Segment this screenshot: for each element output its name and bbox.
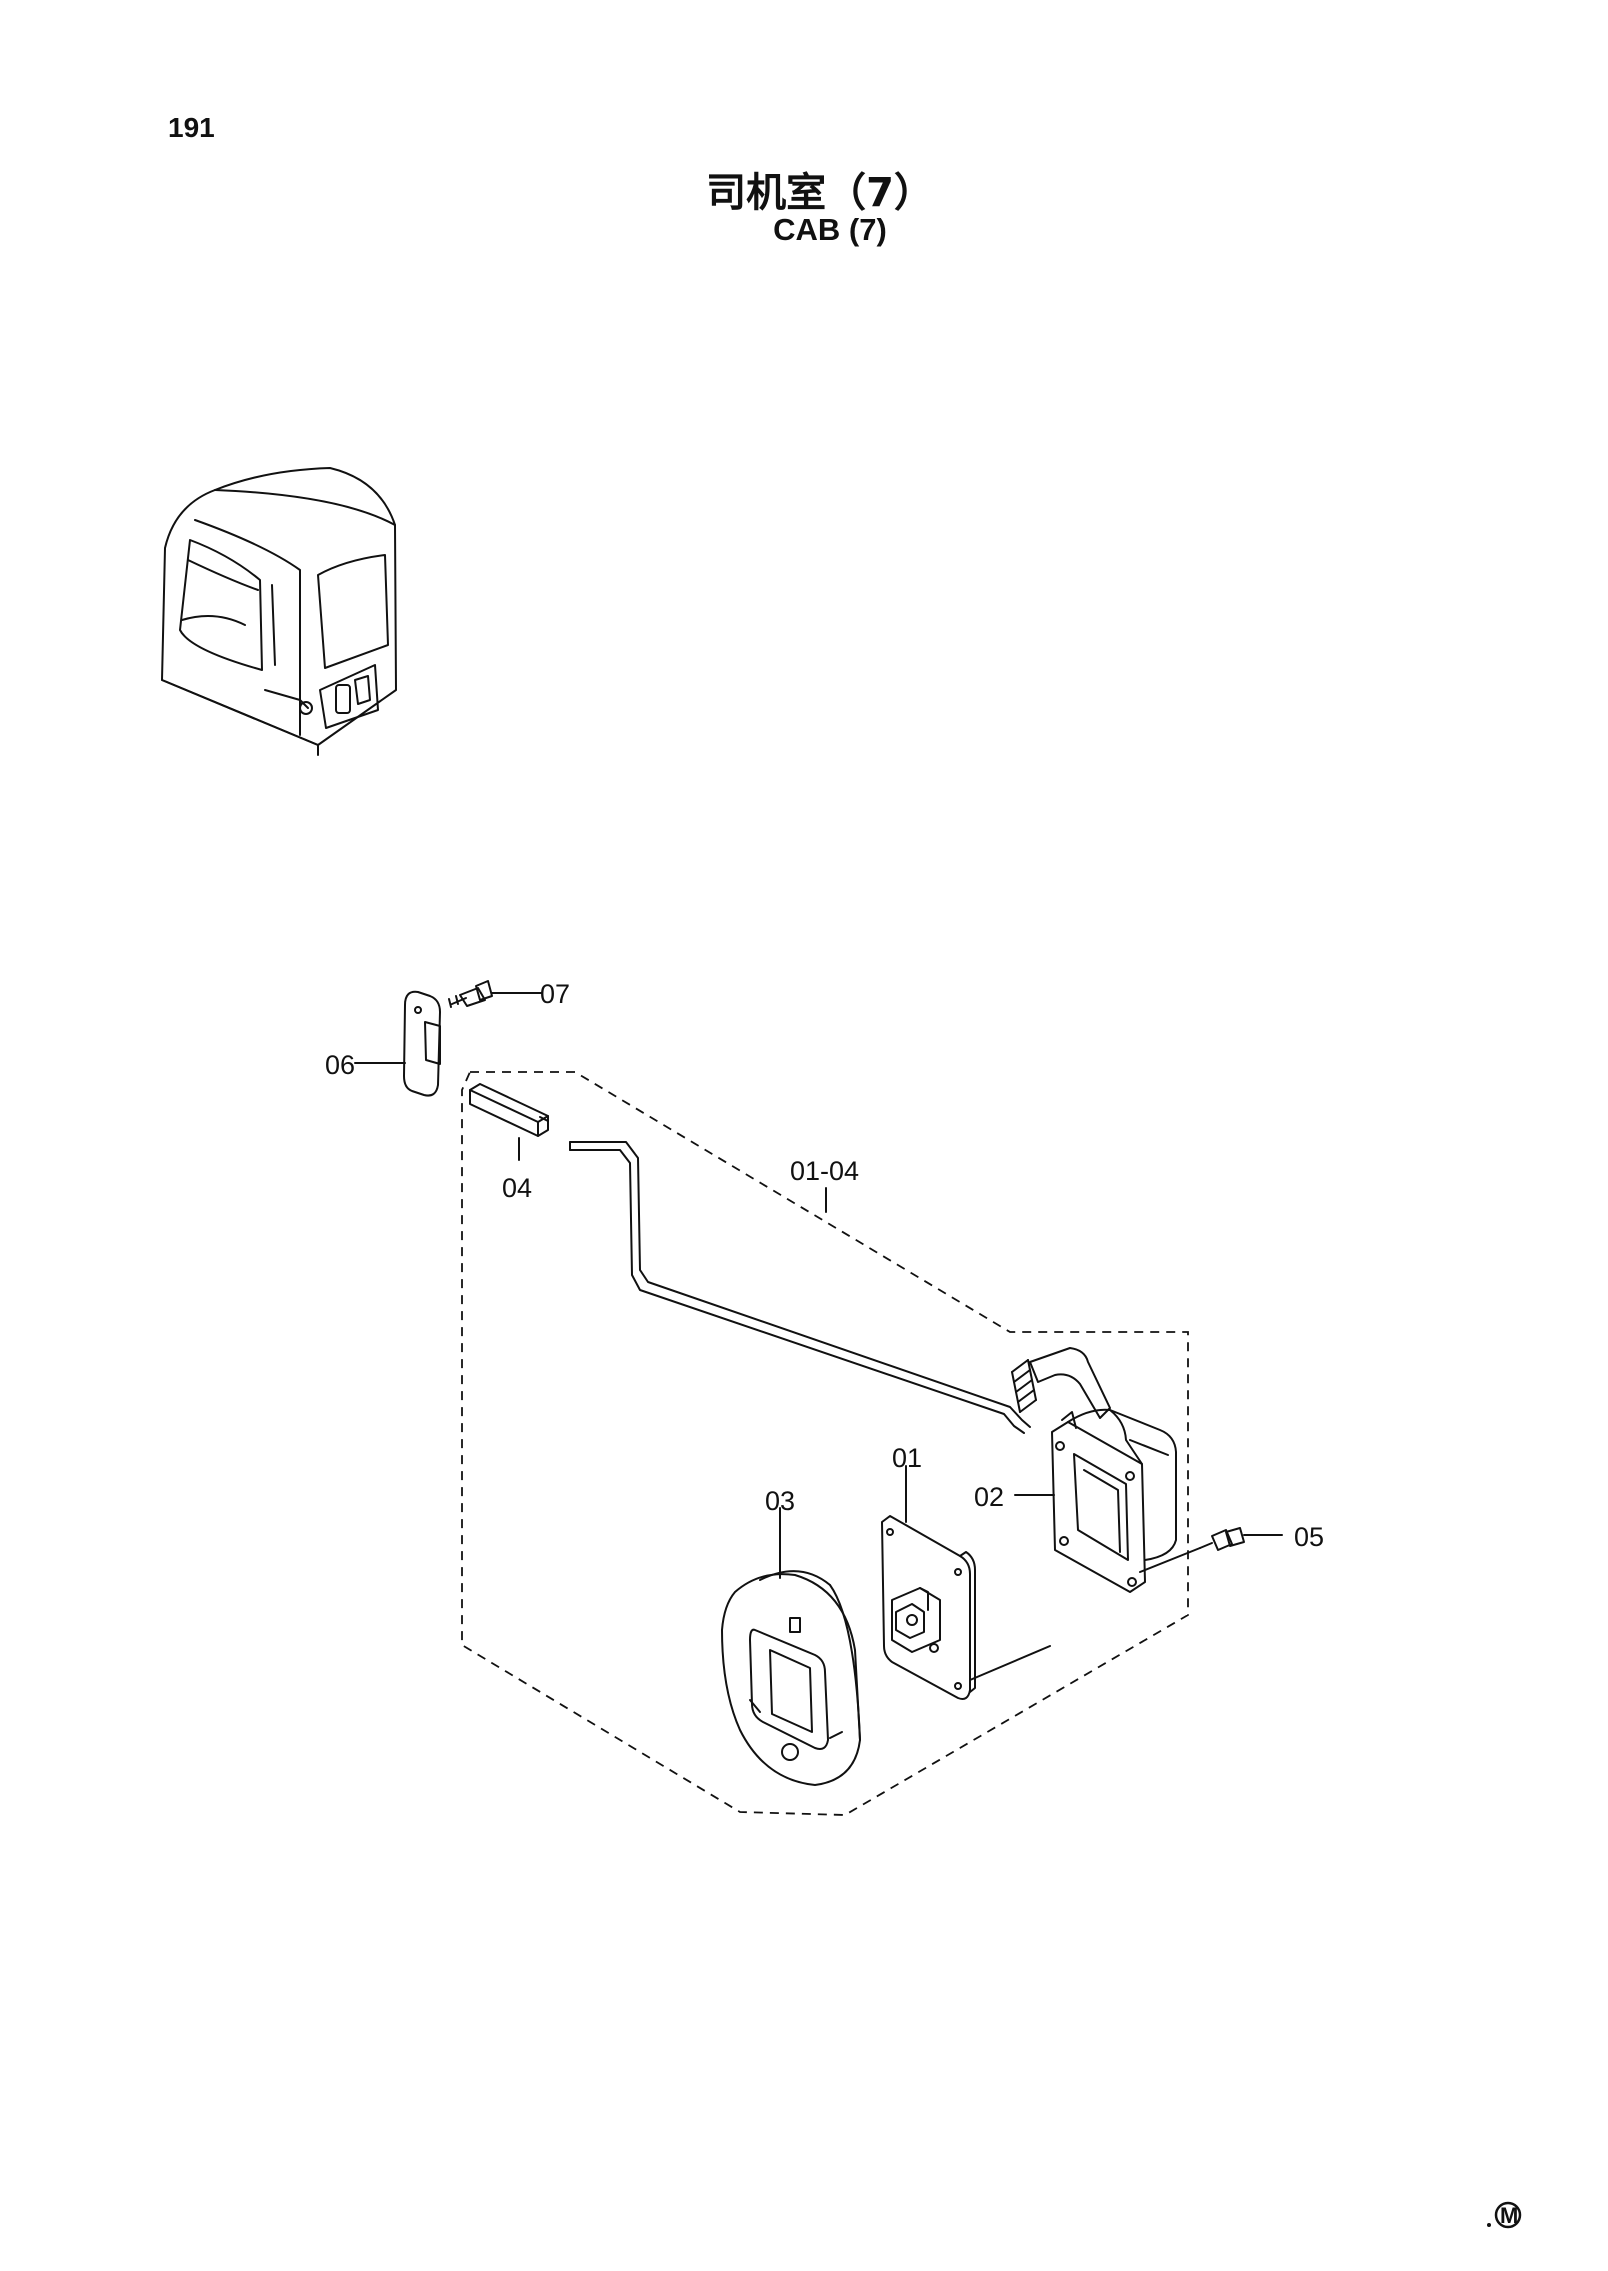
callout-05: 05 <box>1294 1522 1324 1552</box>
part-02-housing <box>1051 1408 1177 1593</box>
callout-04: 04 <box>502 1173 532 1203</box>
part-06-cover <box>403 990 441 1097</box>
part-02-bracket-spring <box>1011 1347 1111 1429</box>
part-07-screw <box>448 980 543 1008</box>
page-title-english: CAB (7) <box>773 212 887 247</box>
page-title-chinese: 司机室（7） <box>706 170 934 216</box>
latch-rod <box>569 1141 1031 1434</box>
page-number: 191 <box>168 112 215 143</box>
assembly-01-04-boundary <box>461 1071 1189 1816</box>
part-01-latch-plate <box>881 1465 1051 1700</box>
callout-01: 01 <box>892 1443 922 1473</box>
part-05-screw <box>1139 1527 1283 1573</box>
part-04-knob <box>469 1083 549 1161</box>
footer-circled-m-mark: M <box>1487 2201 1522 2229</box>
callout-03: 03 <box>765 1486 795 1516</box>
footer-mark-text: M <box>1500 2203 1518 2228</box>
callout-07: 07 <box>540 979 570 1009</box>
callout-06: 06 <box>325 1050 355 1080</box>
callout-02: 02 <box>974 1482 1004 1512</box>
cab-overview-illustration <box>161 467 397 756</box>
part-03-escutcheon <box>721 1507 861 1786</box>
callout-01-04: 01-04 <box>790 1156 859 1186</box>
